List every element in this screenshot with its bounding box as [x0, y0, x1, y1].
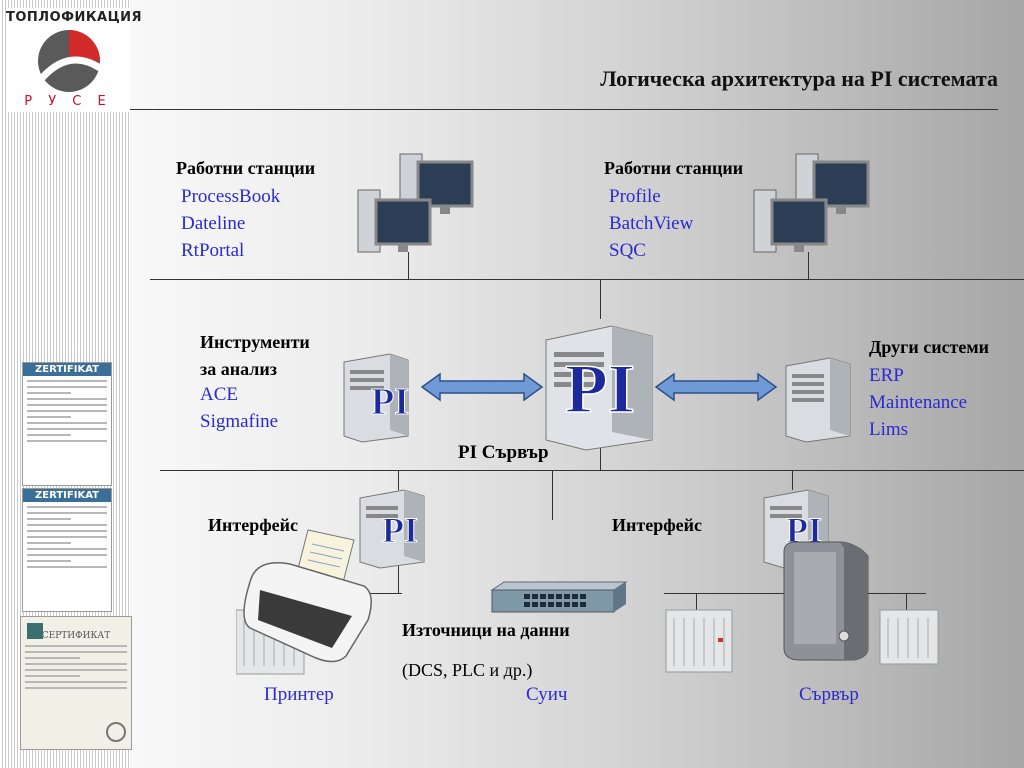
slide-title: Логическа архитектура на PI системата — [600, 66, 998, 91]
pi-logo: PI — [382, 510, 418, 550]
list-item: Maintenance — [869, 392, 968, 413]
double-arrow-left-icon — [420, 372, 544, 402]
workstation-computers-icon — [753, 153, 870, 253]
workstations-right-list: Profile BatchView SQC — [609, 183, 693, 264]
workstations-left-heading: Работни станции — [176, 158, 316, 178]
right-device-drop-1 — [696, 593, 697, 611]
list-item: Sigmafine — [200, 411, 279, 432]
company-logo: ТОПЛОФИКАЦИЯ Р У С Е — [6, 8, 143, 112]
interface-bus-line — [160, 470, 1024, 471]
right-device-drop-2 — [906, 593, 907, 611]
pi-server-label: PI Сървър — [458, 442, 549, 463]
title-underline — [130, 109, 998, 110]
link-data-sources — [552, 470, 553, 520]
list-item: ACE — [200, 384, 238, 405]
switch-label: Суич — [526, 684, 568, 705]
pi-server-icon: PI — [545, 325, 653, 451]
analysis-tools-heading: Инструменти за анализ — [200, 329, 310, 383]
link-right-workstations — [808, 252, 809, 280]
logo-top-text: ТОПЛОФИКАЦИЯ — [6, 10, 143, 25]
plc-rack-icon — [665, 609, 733, 673]
workstation-computers-icon — [357, 153, 474, 253]
network-switch-icon — [490, 581, 628, 613]
certificate-2: ZERTIFIKAT — [22, 488, 112, 612]
certificate-title: СЕРТИФИКАТ — [41, 631, 111, 641]
logo-bottom-text: Р У С Е — [24, 94, 112, 109]
analysis-server-icon: PI — [343, 353, 410, 443]
certificate-3: СЕРТИФИКАТ — [20, 616, 132, 750]
plc-rack-icon — [879, 609, 939, 665]
data-sources-label: Източници на данни — [402, 620, 570, 640]
link-left-workstations — [408, 252, 409, 280]
link-server-top — [600, 279, 601, 319]
stamp-icon — [106, 722, 126, 742]
server-label: Сървър — [799, 684, 859, 705]
certificate-title: ZERTIFIKAT — [23, 489, 111, 502]
server-tower-icon — [783, 541, 869, 661]
list-item: SQC — [609, 240, 646, 261]
list-item: BatchView — [609, 213, 694, 234]
list-item: ERP — [869, 365, 904, 386]
list-item: Dateline — [181, 213, 246, 234]
double-arrow-right-icon — [654, 372, 778, 402]
list-item: Profile — [609, 186, 661, 207]
link-server-bottom — [600, 440, 601, 470]
printer-label: Принтер — [264, 684, 334, 705]
other-systems-list: ERP Maintenance Lims — [869, 362, 967, 443]
accreditation-mark-icon — [27, 623, 43, 639]
list-item: ProcessBook — [181, 186, 281, 207]
link-right-interface — [792, 470, 793, 490]
workstations-right-heading: Работни станции — [604, 158, 744, 178]
data-sources-detail: (DCS, PLC и др.) — [402, 660, 533, 680]
certificate-1: ZERTIFIKAT — [22, 362, 112, 486]
analysis-tools-list: ACE Sigmafine — [200, 381, 278, 435]
pi-logo: PI — [565, 351, 635, 428]
other-systems-heading: Други системи — [869, 337, 990, 357]
logo-emblem-icon — [38, 30, 102, 92]
left-interface-down — [398, 560, 399, 594]
pi-logo: PI — [371, 381, 409, 423]
interface-right-label: Интерфейс — [612, 515, 703, 535]
interface-left-label: Интерфейс — [208, 515, 299, 535]
interface-server-icon: PI — [359, 489, 425, 569]
other-systems-server-icon — [785, 357, 851, 443]
link-left-interface — [398, 470, 399, 490]
printer-icon — [236, 529, 372, 675]
analysis-tools-heading-line2: за анализ — [200, 359, 277, 379]
list-item: Lims — [869, 419, 909, 440]
list-item: RtPortal — [181, 240, 245, 261]
workstations-left-list: ProcessBook Dateline RtPortal — [181, 183, 280, 264]
analysis-tools-heading-line1: Инструменти — [200, 332, 310, 352]
certificate-title: ZERTIFIKAT — [23, 363, 111, 376]
workstation-bus-line — [150, 279, 1024, 280]
